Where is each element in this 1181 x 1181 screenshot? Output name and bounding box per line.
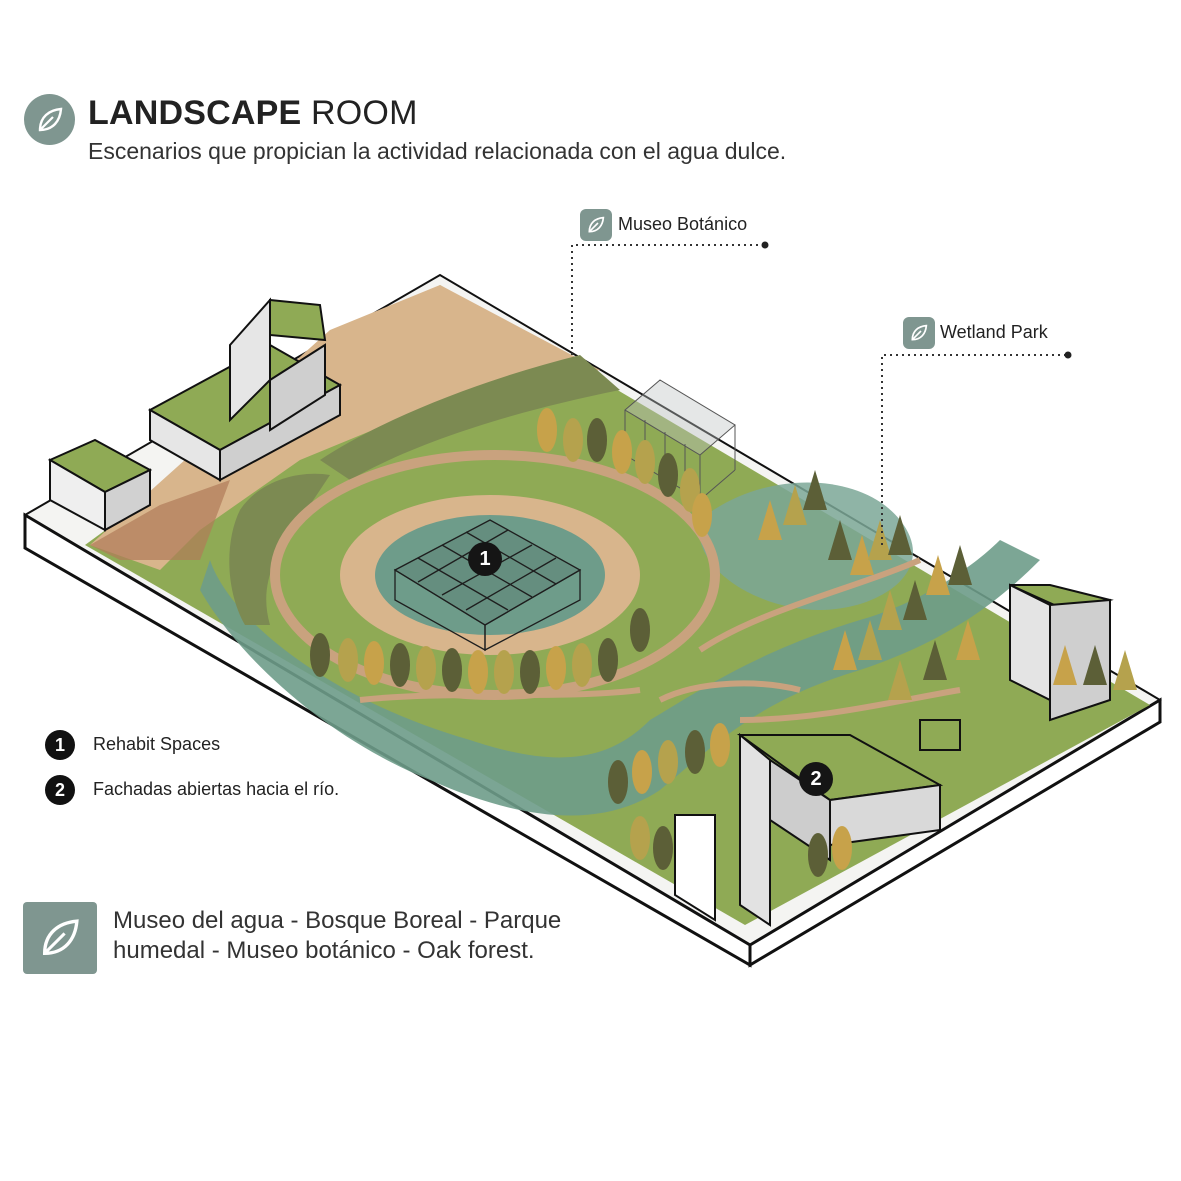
callout-leader-wetland <box>881 351 1072 545</box>
summary-text: Museo del agua - Bosque Boreal - Parque … <box>113 906 633 966</box>
callout-museo-label: Museo Botánico <box>618 214 748 234</box>
tree-row-north <box>537 408 712 537</box>
legend-label-2: Fachadas abiertas hacia el río. <box>93 779 340 799</box>
leaf-icon <box>911 324 928 341</box>
legend-number-2: 2 <box>45 775 75 805</box>
building-top-left <box>147 297 343 482</box>
leaf-icon <box>588 216 605 233</box>
leaf-icon <box>38 107 62 131</box>
map-marker-2[interactable]: 2 <box>799 762 833 796</box>
building-far-right <box>1009 583 1114 722</box>
building-bottom-right <box>736 719 961 927</box>
summary-line-2: humedal - Museo botánico - Oak forest. <box>113 937 535 964</box>
building-left-small <box>47 438 153 532</box>
page-title: LANDSCAPE ROOM <box>88 94 418 133</box>
conifer-forest <box>758 470 1137 700</box>
terrain-dark-path <box>90 480 230 560</box>
legend-label-1: Rehabit Spaces <box>93 734 221 754</box>
title-light: ROOM <box>311 94 418 132</box>
legend-number-1: 1 <box>45 730 75 760</box>
amphitheatre-north <box>320 355 620 480</box>
site-model <box>23 273 1162 968</box>
header-leaf-badge <box>24 94 75 145</box>
boardwalk-1 <box>698 557 922 653</box>
wetland-water <box>699 482 913 610</box>
front-cutout <box>674 814 716 922</box>
map-marker-1[interactable]: 1 <box>468 542 502 576</box>
boardwalk-2 <box>658 680 801 703</box>
boardwalk-3 <box>359 687 641 703</box>
tree-row-southeast <box>608 723 852 877</box>
leaf-icon <box>42 919 79 956</box>
summary-leaf-badge <box>23 902 97 974</box>
base-slab-right-face <box>748 697 1162 968</box>
boardwalk-4 <box>739 687 961 723</box>
summary-line-1: Museo del agua - Bosque Boreal - Parque <box>113 907 562 934</box>
page-subtitle: Escenarios que propician la actividad re… <box>88 138 787 164</box>
callout-wetland-label: Wetland Park <box>940 322 1048 342</box>
title-bold: LANDSCAPE <box>88 94 302 132</box>
callout-museo-badge <box>580 209 612 241</box>
river <box>200 540 1040 816</box>
callout-leader-museo <box>571 241 769 355</box>
tree-row-south <box>310 608 650 694</box>
callout-wetland-badge <box>903 317 935 349</box>
